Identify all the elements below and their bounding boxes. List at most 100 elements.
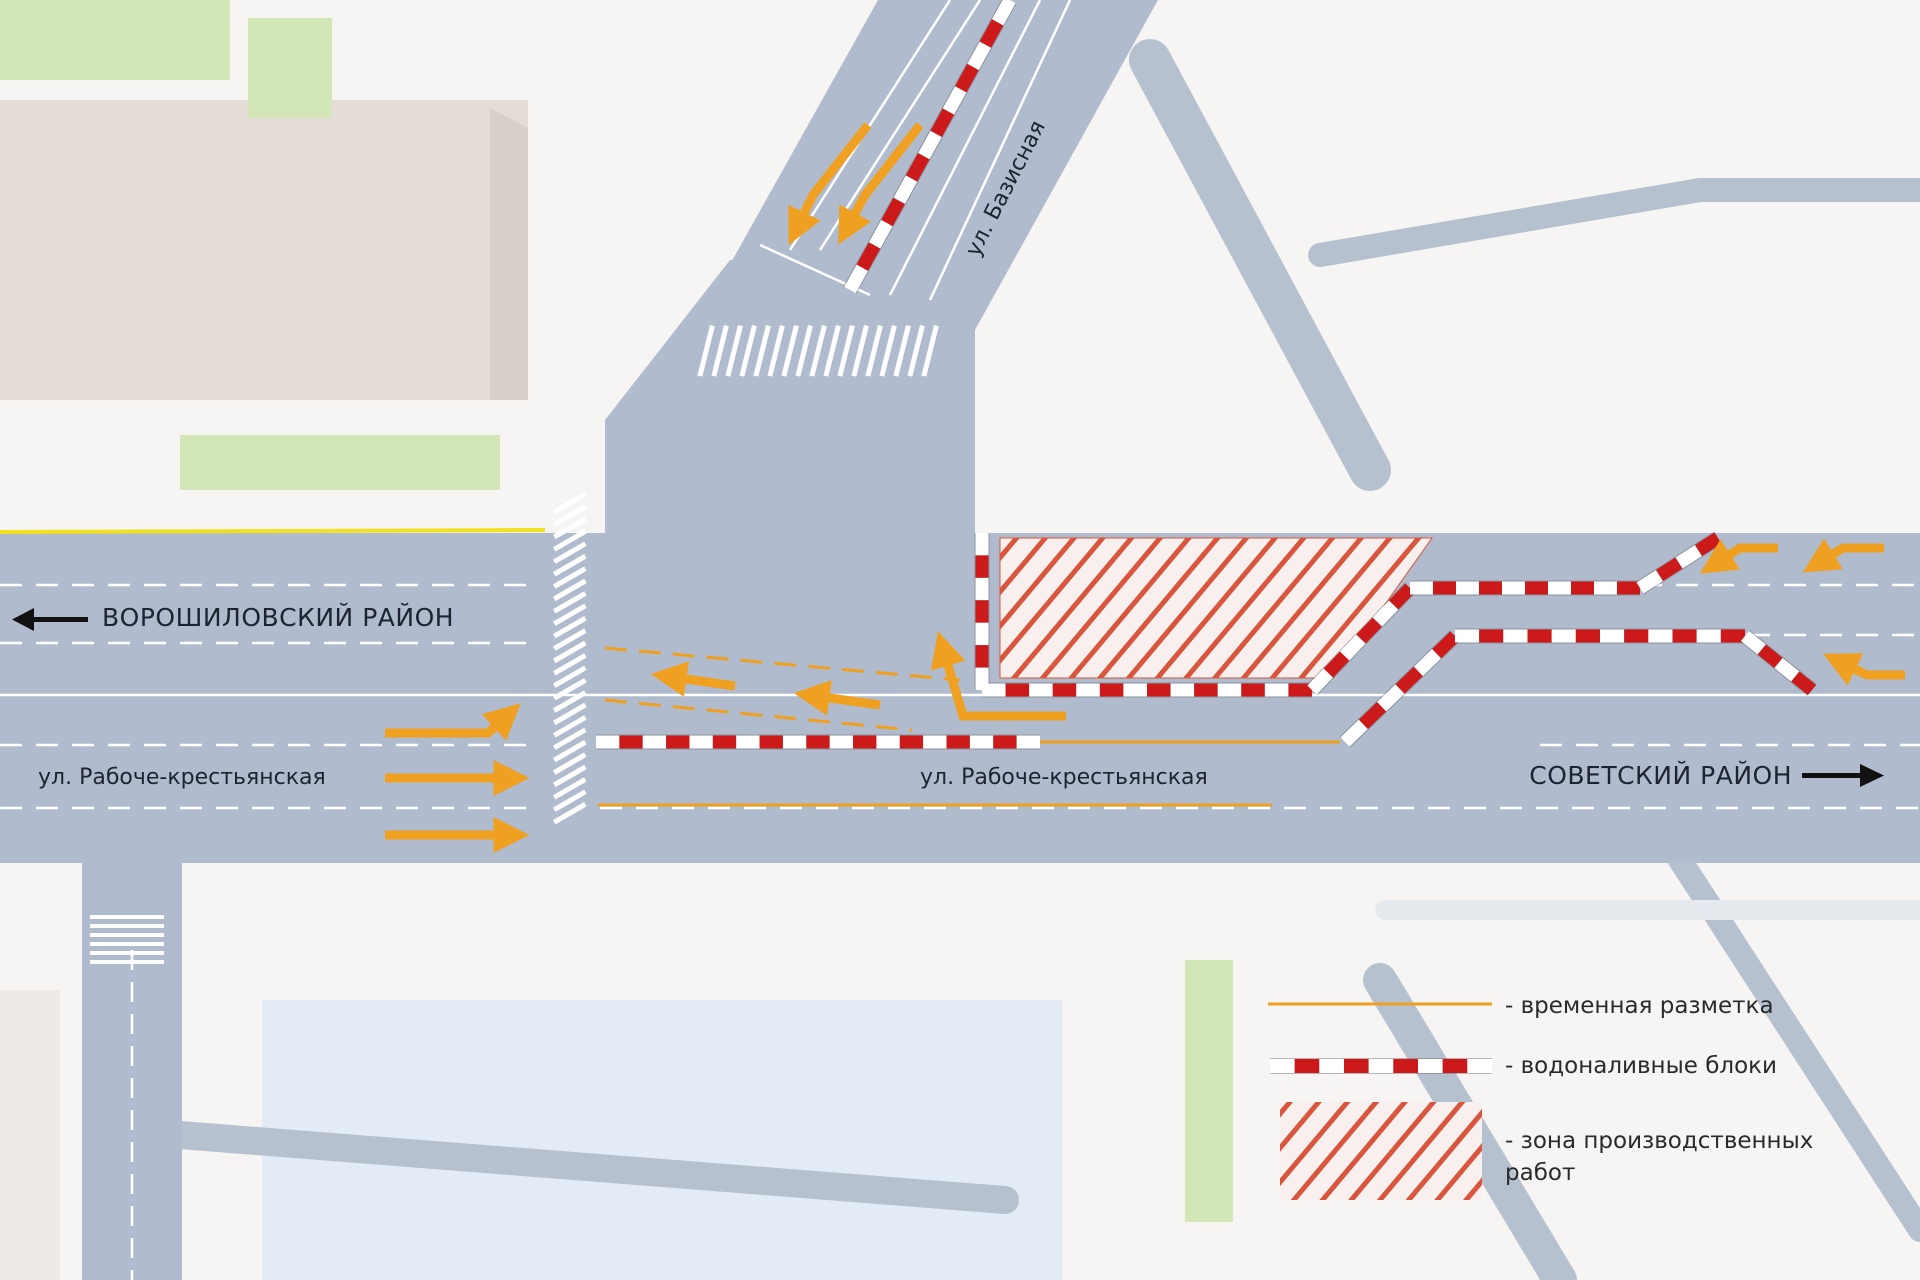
secondary-roads [166,39,1920,1280]
temp-dashed-line [604,646,961,682]
traffic-arrow-icon [385,703,521,741]
barrier-block [942,86,967,115]
crosswalk-stripe [553,566,587,589]
legend: - временная разметка - водоналивные блок… [1268,993,1813,1200]
crosswalk-stripe [553,504,587,527]
background-blocks [0,0,1233,1280]
ramp-road [1129,39,1391,491]
barrier-block [955,63,979,93]
arrow-right-icon [1802,764,1884,787]
barrier-block [918,130,942,160]
crosswalk-stripe [879,325,897,377]
crosswalk-stripe [90,915,164,919]
crosswalk-stripe [553,653,587,676]
park-area [248,18,332,118]
crosswalk-stripe [553,789,587,812]
barrier-block [844,264,868,294]
traffic-arrow-icon [1802,538,1884,573]
barrier-block [1791,671,1817,696]
temporary-markings [598,646,1340,807]
barrier-block [992,0,1016,26]
bazisnaya-road [710,0,1158,330]
legend-work-zone-swatch [1280,1102,1482,1200]
barrier-block [1432,631,1460,659]
curb-line [0,528,546,534]
legend-water-blocks-label: - водоналивные блоки [1505,1053,1777,1079]
crosswalk-north [697,324,939,377]
barrier-block [1358,701,1387,730]
traffic-arrow-icon [650,661,736,697]
crosswalks [90,324,939,964]
bazisnaya-lane-line [928,0,1072,301]
crosswalk-stripe [809,325,827,377]
crosswalk-stripe [90,924,164,928]
barrier-block [1740,630,1766,655]
crosswalk-stripe [767,325,785,377]
street-label-main-center: ул. Рабоче-крестьянская [920,765,1208,790]
district-arrows [12,608,1884,787]
crosswalk-stripe [553,492,587,515]
crosswalk-stripe [865,325,883,377]
barrier-block [1774,657,1800,682]
crosswalk-stripe [851,325,869,377]
barrier-block [1413,648,1442,677]
crosswalk-stripe [553,578,587,602]
traffic-arrow-icon [930,631,1066,721]
crosswalk-stripe [553,628,587,651]
crosswalk-stripe [553,616,587,639]
side-road [1668,848,1920,1242]
crosswalk-west [553,492,587,825]
barrier-block [1307,668,1334,695]
traffic-arrows [385,122,1905,853]
crosswalk-stripe [90,942,164,946]
side-road [166,1121,1019,1214]
barrier-block [1395,666,1423,694]
crosswalk-stripe [697,324,715,377]
park-area [0,0,230,80]
crosswalk-stripe [553,603,587,626]
barrier-block [1636,570,1664,594]
barrier-block [1655,557,1683,581]
barrier-block [856,242,881,271]
bazisnaya-lane-line [888,0,1042,296]
traffic-arrow-icon [793,680,881,716]
crosswalk-stripe [553,715,587,738]
crosswalk-stripe [553,764,587,788]
side-road [1308,178,1920,267]
legend-temp-marking-label: - временная разметка [1505,993,1774,1019]
crosswalk-stripe [553,678,587,701]
crosswalk-stripe [553,802,587,825]
crosswalk-stripe [823,325,841,377]
park-area [180,435,500,490]
barrier-block [1372,600,1399,627]
barrier-block [1757,644,1783,669]
barrier-block [930,108,955,137]
barrier-block [967,41,992,71]
barrier-block [905,153,930,182]
crosswalk-stripe [753,325,771,377]
traffic-arrow-icon [788,122,872,245]
barrier-block [1339,634,1366,661]
crosswalk-stripe [90,933,164,937]
crosswalk-south [90,915,164,964]
crosswalk-stripe [553,640,587,664]
crosswalk-stripe [921,325,939,377]
crosswalk-stripe [90,951,164,955]
crosswalk-stripe [90,960,164,964]
crosswalk-stripe [553,529,587,552]
temp-dashed-line [604,698,913,732]
barrier-block [1675,545,1703,569]
barrier-block [881,197,905,227]
crosswalk-stripe [553,752,587,775]
arrow-left-icon [12,608,88,631]
crosswalk-stripe [725,325,743,377]
barrier-block [1377,684,1405,712]
traffic-arrow-icon [1699,539,1778,574]
water-filled-barriers [596,0,1817,750]
crosswalk-stripe [553,690,587,713]
crosswalk-stripe [553,727,587,750]
barrier-block [979,19,1004,48]
crosswalk-stripe [795,325,813,377]
